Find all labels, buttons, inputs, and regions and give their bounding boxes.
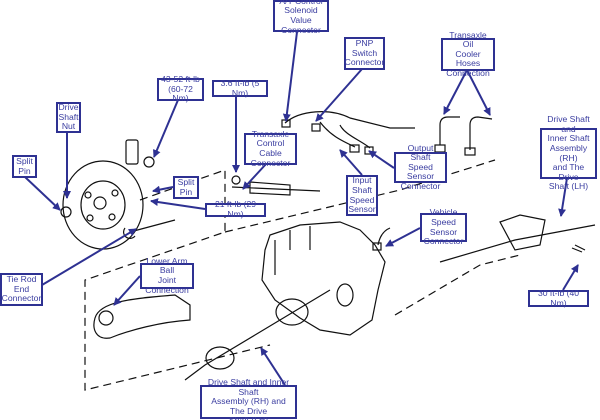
transaxle-case: [261, 221, 386, 336]
label-split-pin-left: Split Pin: [12, 155, 37, 178]
steering-knuckle-hub: [60, 139, 155, 250]
label-pnp-switch-connector: PNP Switch Connector: [344, 37, 385, 70]
label-lower-arm-ball-joint: Lower Arm Ball Joint Connection: [140, 256, 194, 294]
label-drive-shaft-right: Drive Shaft and Inner Shaft Assembly (RH…: [540, 114, 597, 191]
label-torque-43-52: 43-52 ft-lb (60-72 Nm): [157, 74, 204, 103]
wire-harness: [284, 111, 415, 149]
label-input-shaft-speed-sensor: Input Shaft Speed Sensor: [346, 175, 378, 216]
label-drive-shaft-bottom: Drive Shaft and Inner Shaft Assembly (RH…: [200, 377, 297, 420]
label-output-shaft-speed-sensor: Output Shaft Speed Sensor Connector: [394, 143, 447, 191]
label-oil-cooler-hoses: Transaxle Oil Cooler Hoses Connection: [441, 30, 495, 78]
oil-cooler-hoses: [439, 116, 493, 150]
label-torque-21: 21 ft-lb (29 Nm): [205, 200, 266, 219]
control-cable: [231, 181, 321, 196]
parts: [60, 111, 596, 391]
dashed-guides: [84, 159, 521, 391]
label-tie-rod-end-connector: Tie Rod End Connector: [0, 273, 43, 306]
label-at-control-solenoid-connector: A/T Control Solenoid Value Connector: [273, 0, 329, 34]
lower-arm: [93, 294, 191, 339]
label-torque-30: 30 ft-lb (40 Nm): [528, 288, 589, 307]
label-control-cable-connector: Transaxle Control Cable Connector: [244, 129, 297, 167]
label-drive-shaft-nut: Drive Shaft Nut: [56, 102, 81, 133]
drive-shaft-lh: [184, 289, 331, 381]
label-vehicle-speed-sensor-connector: Vehicle Speed Sensor Connector: [420, 208, 467, 246]
callout-arrows: [24, 31, 579, 386]
drive-shaft-rh: [439, 214, 596, 263]
label-split-pin-right: Split Pin: [173, 176, 199, 199]
tie-rod-end: [123, 219, 176, 239]
label-torque-3-6: 3.6 ft-lb (5 Nm): [212, 78, 268, 97]
